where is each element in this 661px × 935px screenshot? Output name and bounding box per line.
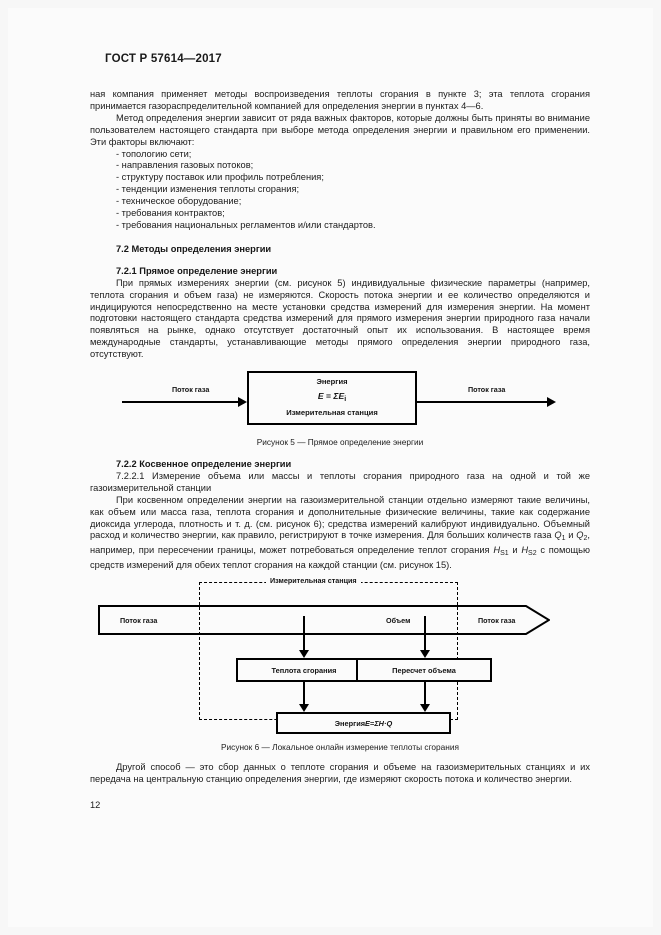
figure6-energy-e: E	[365, 718, 370, 728]
figure6-energy-eq: =	[369, 718, 375, 728]
figure6-heat-to-energy-arrowhead	[299, 704, 309, 713]
figure5-inlet-label: Поток газа	[172, 385, 210, 395]
figure6-volume-drop-line	[424, 616, 426, 654]
figure5-station-box: Энергия E = ΣEi Измерительная станция	[247, 371, 417, 426]
text-run: , например, при пересечении границы, мож…	[90, 530, 591, 556]
figure5-box-energy-label: Энергия	[316, 377, 348, 387]
list-item: - требования контрактов;	[116, 208, 225, 219]
figure6-volume-to-energy-line	[424, 682, 426, 709]
formula-sum: ΣE	[333, 391, 345, 402]
figure6-box-energy: Энергия E = ΣH·Q	[276, 712, 451, 735]
symbol-q1-sub: 1	[561, 535, 566, 543]
figure5-caption: Рисунок 5 — Прямое определение энергии	[256, 437, 424, 448]
figure6-volume-to-energy-arrowhead	[420, 704, 430, 713]
list-item: - структуру поставок или профиль потребл…	[116, 172, 324, 183]
heading-7-2-1: 7.2.1 Прямое определение энергии	[116, 265, 278, 276]
formula-e: E	[317, 391, 324, 402]
figure5-outlet-arrowhead	[547, 397, 556, 408]
paragraph-indirect-determination: При косвенном определении энергии на газ…	[90, 495, 590, 572]
symbol-hs1: H	[493, 545, 501, 556]
document-sheet: ГОСТ Р 57614—2017 ная компания применяет…	[8, 8, 653, 927]
paragraph-factors-intro: Метод определения энергии зависит от ряд…	[90, 112, 590, 147]
figure6-station-label: Измерительная станция	[266, 576, 361, 586]
symbol-hs2-sub: S2	[528, 550, 537, 558]
formula-eq: =	[323, 391, 334, 402]
figure6-volume-label: Объем	[386, 616, 411, 626]
page-number: 12	[90, 800, 101, 810]
figure6-caption: Рисунок 6 — Локальное онлайн измерение т…	[221, 742, 459, 753]
figure6-energy-prefix: Энергия	[334, 718, 366, 728]
text-run: При косвенном определении энергии на газ…	[90, 494, 590, 541]
symbol-q2-sub: 2	[583, 535, 588, 543]
symbol-q2: Q	[576, 530, 584, 541]
figure5-outlet-label: Поток газа	[468, 385, 506, 395]
figure5-inlet-arrowhead	[238, 397, 247, 408]
paragraph-7-2-2-1-title: 7.2.2.1 Измерение объема или массы и теп…	[90, 470, 590, 493]
symbol-q1: Q	[554, 530, 562, 541]
figure6-heat-to-energy-line	[303, 682, 305, 709]
list-item: - направления газовых потоков;	[116, 160, 254, 171]
text-run: и	[508, 545, 522, 556]
factors-list: - топологию сети; - направления газовых …	[90, 149, 590, 232]
figure6-box-volume-conversion: Пересчет объема	[356, 658, 492, 683]
standard-header: ГОСТ Р 57614—2017	[105, 53, 222, 65]
figure5-outlet-line	[417, 401, 548, 404]
document-content: ГОСТ Р 57614—2017 ная компания применяет…	[90, 53, 590, 810]
figure5-box-station-label: Измерительная станция	[286, 408, 378, 418]
text-run: с помощью средств измерений для обеих те…	[90, 545, 590, 571]
text-run: и	[565, 530, 577, 541]
figure5-box-formula: E = ΣEi	[249, 391, 415, 403]
figure6-heat-drop-line	[303, 616, 305, 654]
list-item: - тенденции изменения теплоты сгорания;	[116, 184, 300, 195]
list-item: - техническое оборудование;	[116, 196, 242, 207]
figure6-heat-drop-arrowhead	[299, 650, 309, 659]
figure-5: Поток газа Энергия E = ΣEi Измерительная…	[90, 371, 590, 429]
formula-sub-i: i	[344, 396, 347, 404]
symbol-hs2: H	[521, 545, 529, 556]
paragraph-continuation: ная компания применяет методы воспроизве…	[90, 89, 590, 111]
list-item: - топологию сети;	[116, 148, 192, 159]
figure-6: Измерительная станция Поток газа Объем П…	[90, 576, 590, 735]
paragraph-other-method: Другой способ — это сбор данных о теплот…	[90, 762, 590, 785]
heading-7-2: 7.2 Методы определения энергии	[116, 243, 272, 254]
figure6-outlet-label: Поток газа	[478, 616, 516, 626]
symbol-hs1-sub: S1	[500, 550, 509, 558]
figure6-box-heat-of-combustion: Теплота сгорания	[236, 658, 372, 683]
list-item: - требования национальных регламентов и/…	[116, 219, 376, 230]
paragraph-direct-determination: При прямых измерениях энергии (см. рисун…	[90, 277, 590, 360]
figure6-gas-pipe	[98, 605, 550, 636]
figure6-volume-drop-arrowhead	[420, 650, 430, 659]
figure6-inlet-label: Поток газа	[120, 616, 158, 626]
figure6-energy-formula: ΣH·Q	[374, 718, 393, 728]
heading-7-2-2: 7.2.2 Косвенное определение энергии	[116, 459, 292, 470]
figure5-inlet-line	[122, 401, 239, 404]
